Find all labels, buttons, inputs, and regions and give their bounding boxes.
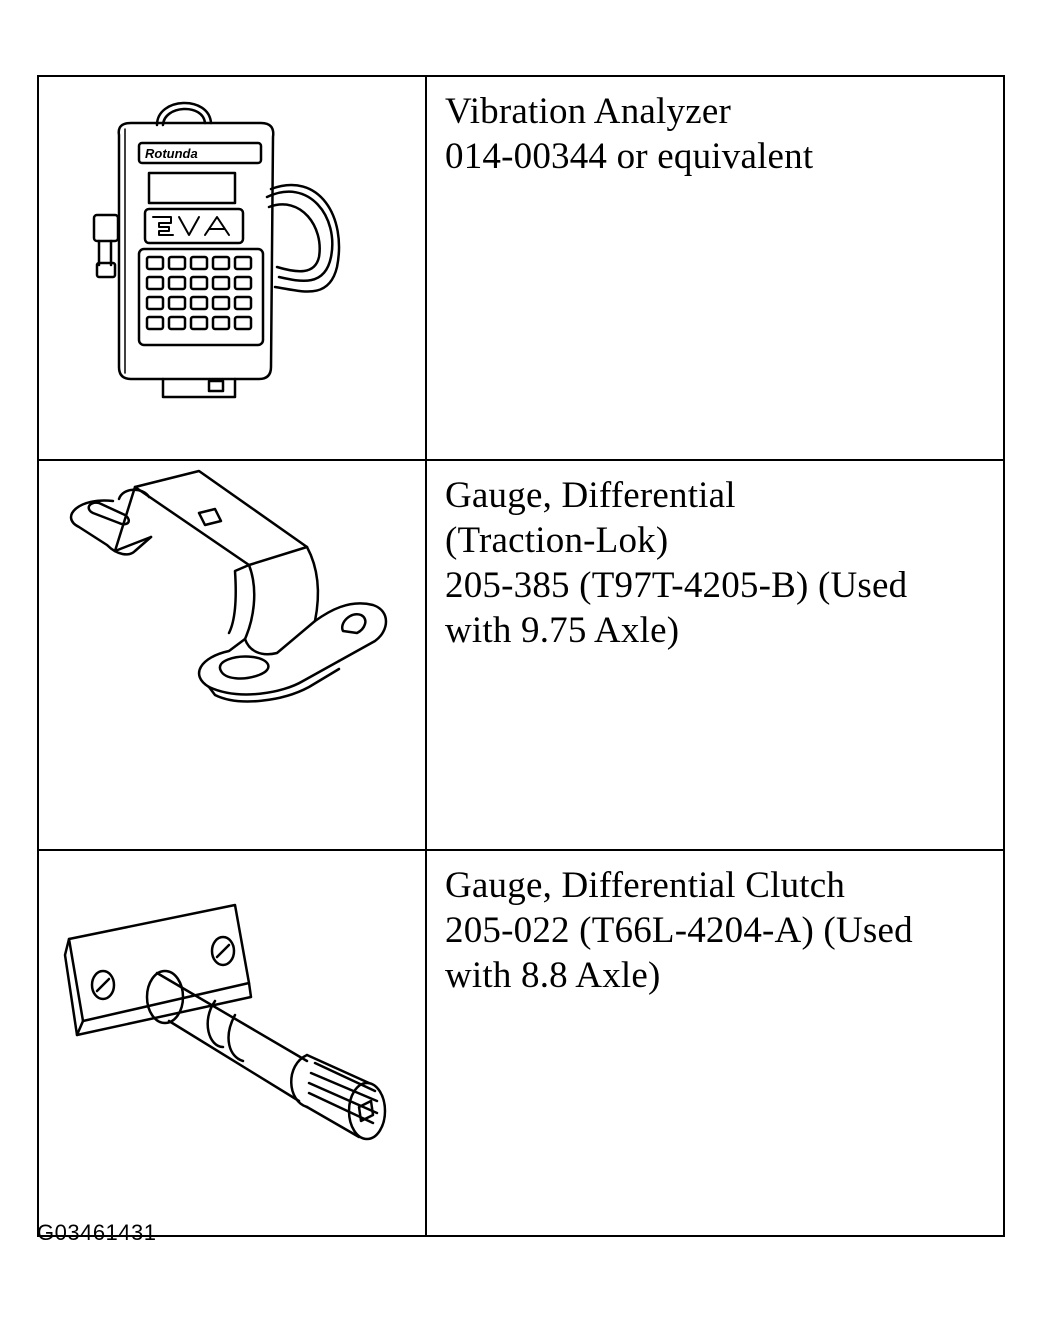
special-tools-table: Rotunda EVA Vibration Analyzer 014-00344… [37,75,1005,1237]
differential-gauge-bracket-icon [69,469,388,703]
tool-part-number: 205-022 (T66L-4204-A) (Used [445,910,913,951]
description-cell: Gauge, Differential (Traction-Lok) 205-3… [425,459,1005,851]
illustration-cell [37,459,427,851]
figure-id: G03461431 [37,1220,157,1245]
description-cell: Gauge, Differential Clutch 205-022 (T66L… [425,849,1005,1237]
description-cell: Vibration Analyzer 014-00344 or equivale… [425,75,1005,461]
tool-name: Gauge, Differential Clutch [445,865,846,906]
device-screen-label: EVA [229,197,231,200]
tool-usage: with 8.8 Axle) [445,955,661,996]
table-row: Gauge, Differential Clutch 205-022 (T66L… [37,849,1005,1237]
table-row: Gauge, Differential (Traction-Lok) 205-3… [37,459,1005,851]
tool-name: Gauge, Differential [445,475,736,516]
tool-name: Vibration Analyzer [445,91,731,132]
differential-clutch-gauge-icon [63,903,387,1141]
tool-part-number: 014-00344 or equivalent [445,136,814,177]
illustration-cell: Rotunda EVA [37,75,427,461]
vibration-analyzer-icon: Rotunda EVA [92,101,341,399]
tool-part-number: 205-385 (T97T-4205-B) (Used [445,565,908,606]
device-brand-label: Rotunda [145,146,198,161]
tool-variant: (Traction-Lok) [445,520,669,561]
table-row: Rotunda EVA Vibration Analyzer 014-00344… [37,75,1005,461]
tool-usage: with 9.75 Axle) [445,610,680,651]
illustration-cell [37,849,427,1237]
